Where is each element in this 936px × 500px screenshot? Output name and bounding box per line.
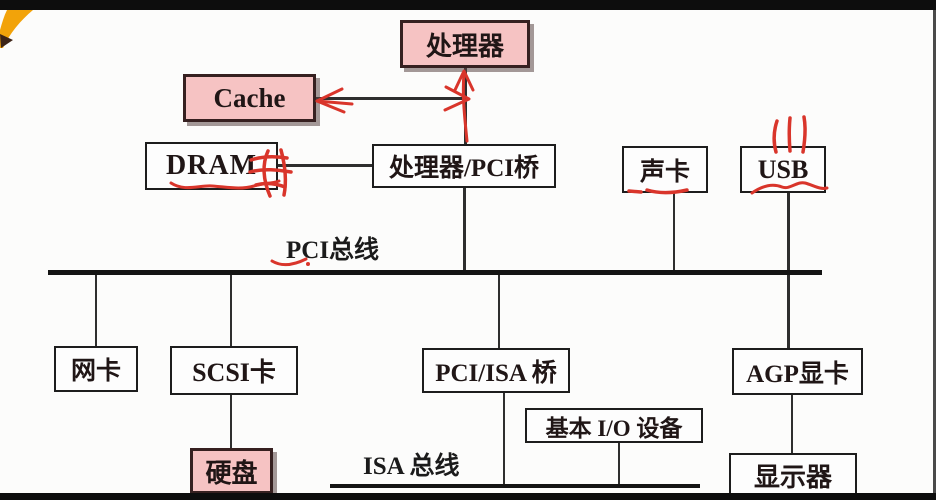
- node-cpu-pci-bridge: 处理器/PCI桥: [372, 144, 556, 188]
- pci-bus-line: [48, 270, 822, 275]
- node-sound-card: 声卡: [622, 146, 708, 193]
- corner-swoosh-icon: [0, 10, 33, 48]
- node-scsi-card: SCSI卡: [170, 346, 298, 395]
- isa-bus-line: [330, 484, 700, 488]
- pci-bus-label: PCI总线: [286, 237, 380, 264]
- red-arrowhead-left-into-cache: [315, 87, 354, 114]
- node-scsi-card-label: SCSI卡: [192, 358, 276, 387]
- node-basic-io-label: 基本 I/O 设备: [545, 415, 683, 441]
- node-hard-disk-label: 硬盘: [205, 458, 258, 488]
- line-soundcard-pcibus: [673, 193, 675, 272]
- node-agp-card-label: AGP显卡: [746, 360, 849, 388]
- node-agp-card: AGP显卡: [732, 348, 863, 395]
- screen-right-edge: [933, 10, 936, 493]
- line-bridge-pcibus: [463, 188, 466, 272]
- line-bridge-processor: [464, 68, 467, 146]
- line-basicio-isabus: [618, 443, 620, 486]
- line-cache-processor: [316, 97, 466, 100]
- isa-bus-label: ISA 总线: [363, 453, 460, 480]
- node-processor: 处理器: [400, 20, 530, 68]
- node-basic-io: 基本 I/O 设备: [525, 408, 703, 443]
- node-pci-isa-bridge-label: PCI/ISA 桥: [435, 359, 557, 387]
- line-agp-monitor: [791, 395, 793, 453]
- node-hard-disk: 硬盘: [190, 448, 273, 494]
- letterbox-top: [0, 0, 936, 10]
- node-processor-label: 处理器: [425, 31, 504, 61]
- node-pci-isa-bridge: PCI/ISA 桥: [422, 348, 570, 393]
- line-pciisabridge-isabus: [503, 393, 505, 486]
- node-monitor: 显示器: [729, 453, 857, 498]
- line-pcibus-scsi: [230, 274, 232, 346]
- node-cpu-pci-bridge-label: 处理器/PCI桥: [388, 155, 539, 182]
- node-usb-label: USB: [757, 154, 809, 184]
- node-dram-label: DRAM: [165, 150, 258, 181]
- node-cache: Cache: [183, 74, 316, 122]
- node-monitor-label: 显示器: [753, 463, 832, 492]
- node-nic-label: 网卡: [70, 358, 121, 385]
- letterbox-bottom: [0, 493, 936, 500]
- node-nic: 网卡: [54, 346, 138, 392]
- node-usb: USB: [740, 146, 826, 193]
- line-scsi-harddisk: [230, 395, 232, 448]
- line-dram-bridge: [278, 164, 372, 167]
- node-sound-card-label: 声卡: [639, 158, 690, 186]
- node-cache-label: Cache: [213, 82, 286, 113]
- node-dram: DRAM: [145, 142, 278, 190]
- line-pcibus-pciisabridge: [498, 274, 500, 349]
- line-pcibus-nic: [95, 274, 97, 346]
